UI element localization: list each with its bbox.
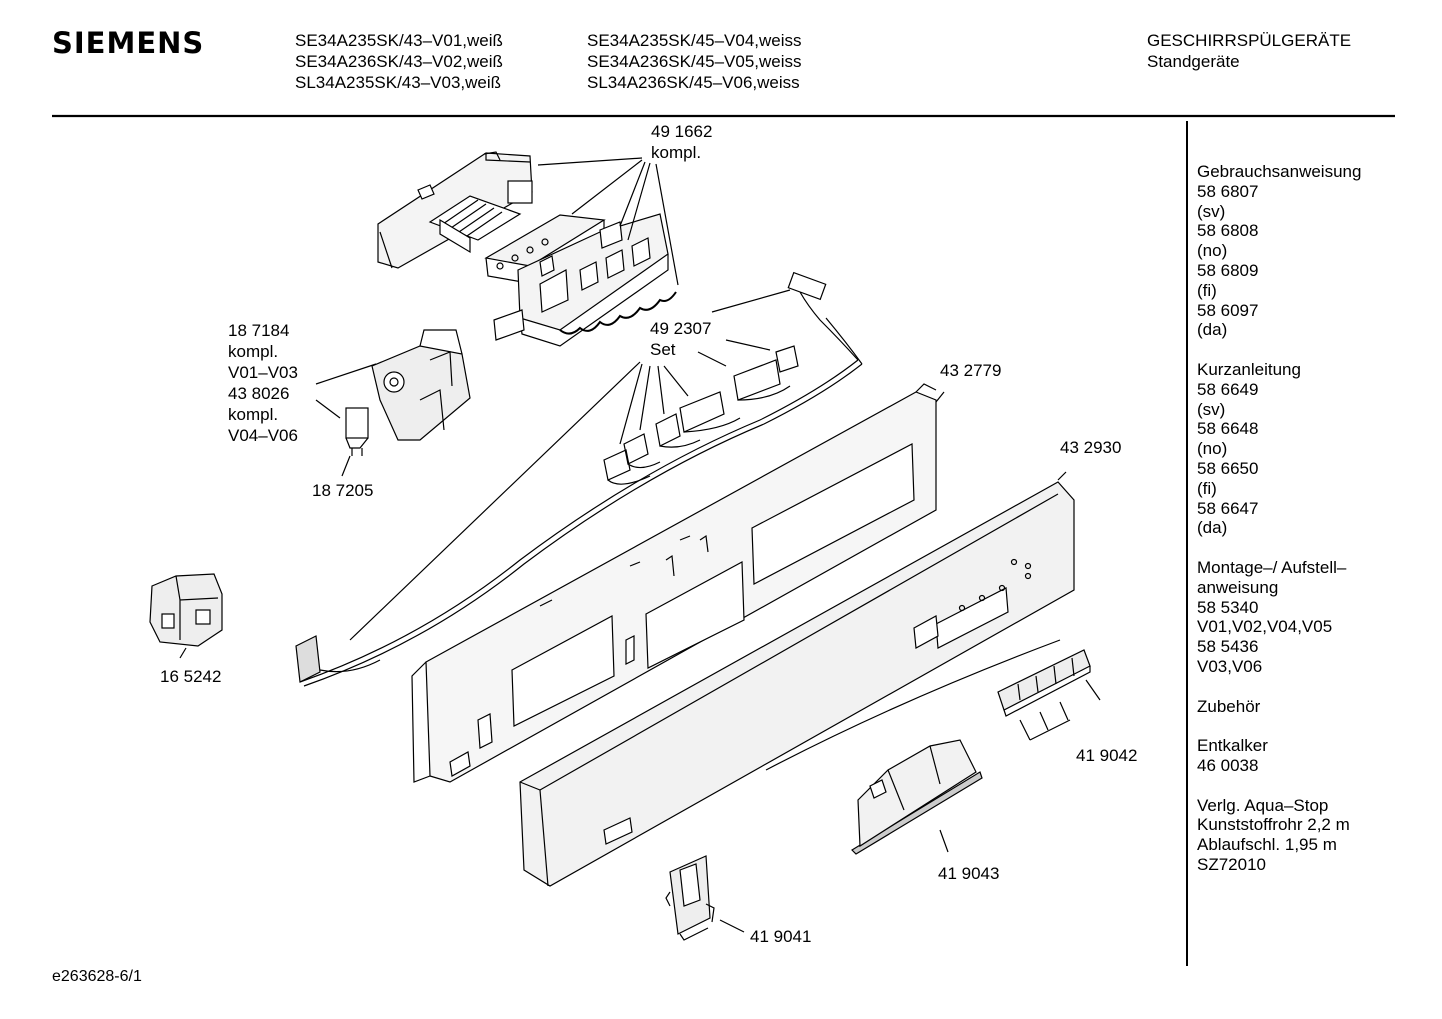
documentation-sidebar: Gebrauchsanweisung 58 6807 (sv) 58 6808 … (1197, 162, 1361, 875)
front-frame-drawing (411, 383, 937, 783)
part-label-187205: 18 7205 (312, 481, 374, 500)
doc-line: 46 0038 (1197, 755, 1259, 775)
doc-line: (no) (1197, 439, 1228, 459)
model-entry: SE34A236SK/43–V02,weiß (295, 52, 503, 71)
doc-line: 58 6650 (1197, 458, 1259, 478)
part-label-432930: 43 2930 (1060, 438, 1122, 457)
connector-block-drawing (149, 573, 223, 647)
category-subtitle: Standgeräte (1147, 52, 1240, 71)
doc-line: 58 6649 (1197, 379, 1259, 399)
control-module-drawing (377, 151, 677, 347)
model-entry: SE34A236SK/45–V05,weiss (587, 52, 802, 71)
part-label-491662: 49 1662 kompl. (651, 122, 713, 162)
model-entry: SE34A235SK/45–V04,weiss (587, 31, 802, 50)
doc-line: 58 6097 (1197, 300, 1259, 320)
doc-line: Ablaufschl. 1,95 m (1197, 835, 1337, 855)
part-label-419041: 41 9041 (750, 927, 812, 946)
doc-line: 58 6809 (1197, 260, 1259, 280)
doc-line: (fi) (1197, 280, 1217, 300)
doc-line: (sv) (1197, 399, 1226, 419)
doc-line: 58 6807 (1197, 181, 1259, 201)
button-strip-drawing (997, 649, 1091, 717)
doc-line: Zubehör (1197, 696, 1261, 716)
doc-line: SZ72010 (1197, 854, 1266, 874)
doc-line: Gebrauchsanweisung (1197, 162, 1362, 181)
brand-logo: SIEMENS (52, 26, 205, 60)
doc-line: Kunststoffrohr 2,2 m (1197, 815, 1350, 835)
model-entry: SL34A235SK/43–V03,weiß (295, 73, 502, 92)
model-list-1: SE34A235SK/43–V01,weiß SE34A236SK/43–V02… (295, 30, 503, 93)
doc-line: V03,V06 (1197, 656, 1263, 676)
doc-line: Kurzanleitung (1197, 359, 1301, 379)
doc-line: (no) (1197, 241, 1228, 261)
doc-line: 58 6647 (1197, 498, 1259, 518)
doc-line: Verlg. Aqua–Stop (1197, 795, 1329, 815)
part-label-419043: 41 9043 (938, 864, 1000, 883)
doc-line: (da) (1197, 320, 1228, 340)
doc-line: Entkalker (1197, 736, 1268, 756)
control-panel-drawing (519, 481, 1075, 887)
wire-harness-drawing (295, 271, 863, 687)
part-label-165242: 16 5242 (160, 667, 222, 686)
drawing-id: e263628-6/1 (52, 968, 142, 985)
door-handle-drawing (851, 739, 983, 855)
model-list-2: SE34A235SK/45–V04,weiss SE34A236SK/45–V0… (587, 30, 802, 93)
doc-line: 58 6808 (1197, 221, 1259, 241)
doc-line: (fi) (1197, 478, 1217, 498)
doc-line: 58 5340 (1197, 597, 1259, 617)
mounting-clip-drawing (665, 855, 715, 941)
model-entry: SE34A235SK/43–V01,weiß (295, 31, 503, 50)
part-label-187184: 18 7184 kompl. V01–V03 43 8026 kompl. V0… (228, 321, 298, 445)
part-label-419042: 41 9042 (1076, 746, 1138, 765)
doc-line: V01,V02,V04,V05 (1197, 617, 1333, 637)
switch-assembly-drawing (345, 329, 471, 456)
doc-line: Montage–/ Aufstell– (1197, 557, 1347, 577)
doc-line: 58 5436 (1197, 637, 1259, 657)
doc-line: anweisung (1197, 577, 1279, 597)
doc-line: (sv) (1197, 201, 1226, 221)
doc-line: (da) (1197, 518, 1228, 538)
doc-line: 58 6648 (1197, 419, 1259, 439)
part-label-432779: 43 2779 (940, 361, 1002, 380)
model-entry: SL34A236SK/45–V06,weiss (587, 73, 800, 92)
category-title: GESCHIRRSPÜLGERÄTE (1147, 31, 1352, 50)
part-label-492307: 49 2307 Set (650, 319, 712, 359)
category-block: GESCHIRRSPÜLGERÄTE Standgeräte (1147, 30, 1351, 72)
